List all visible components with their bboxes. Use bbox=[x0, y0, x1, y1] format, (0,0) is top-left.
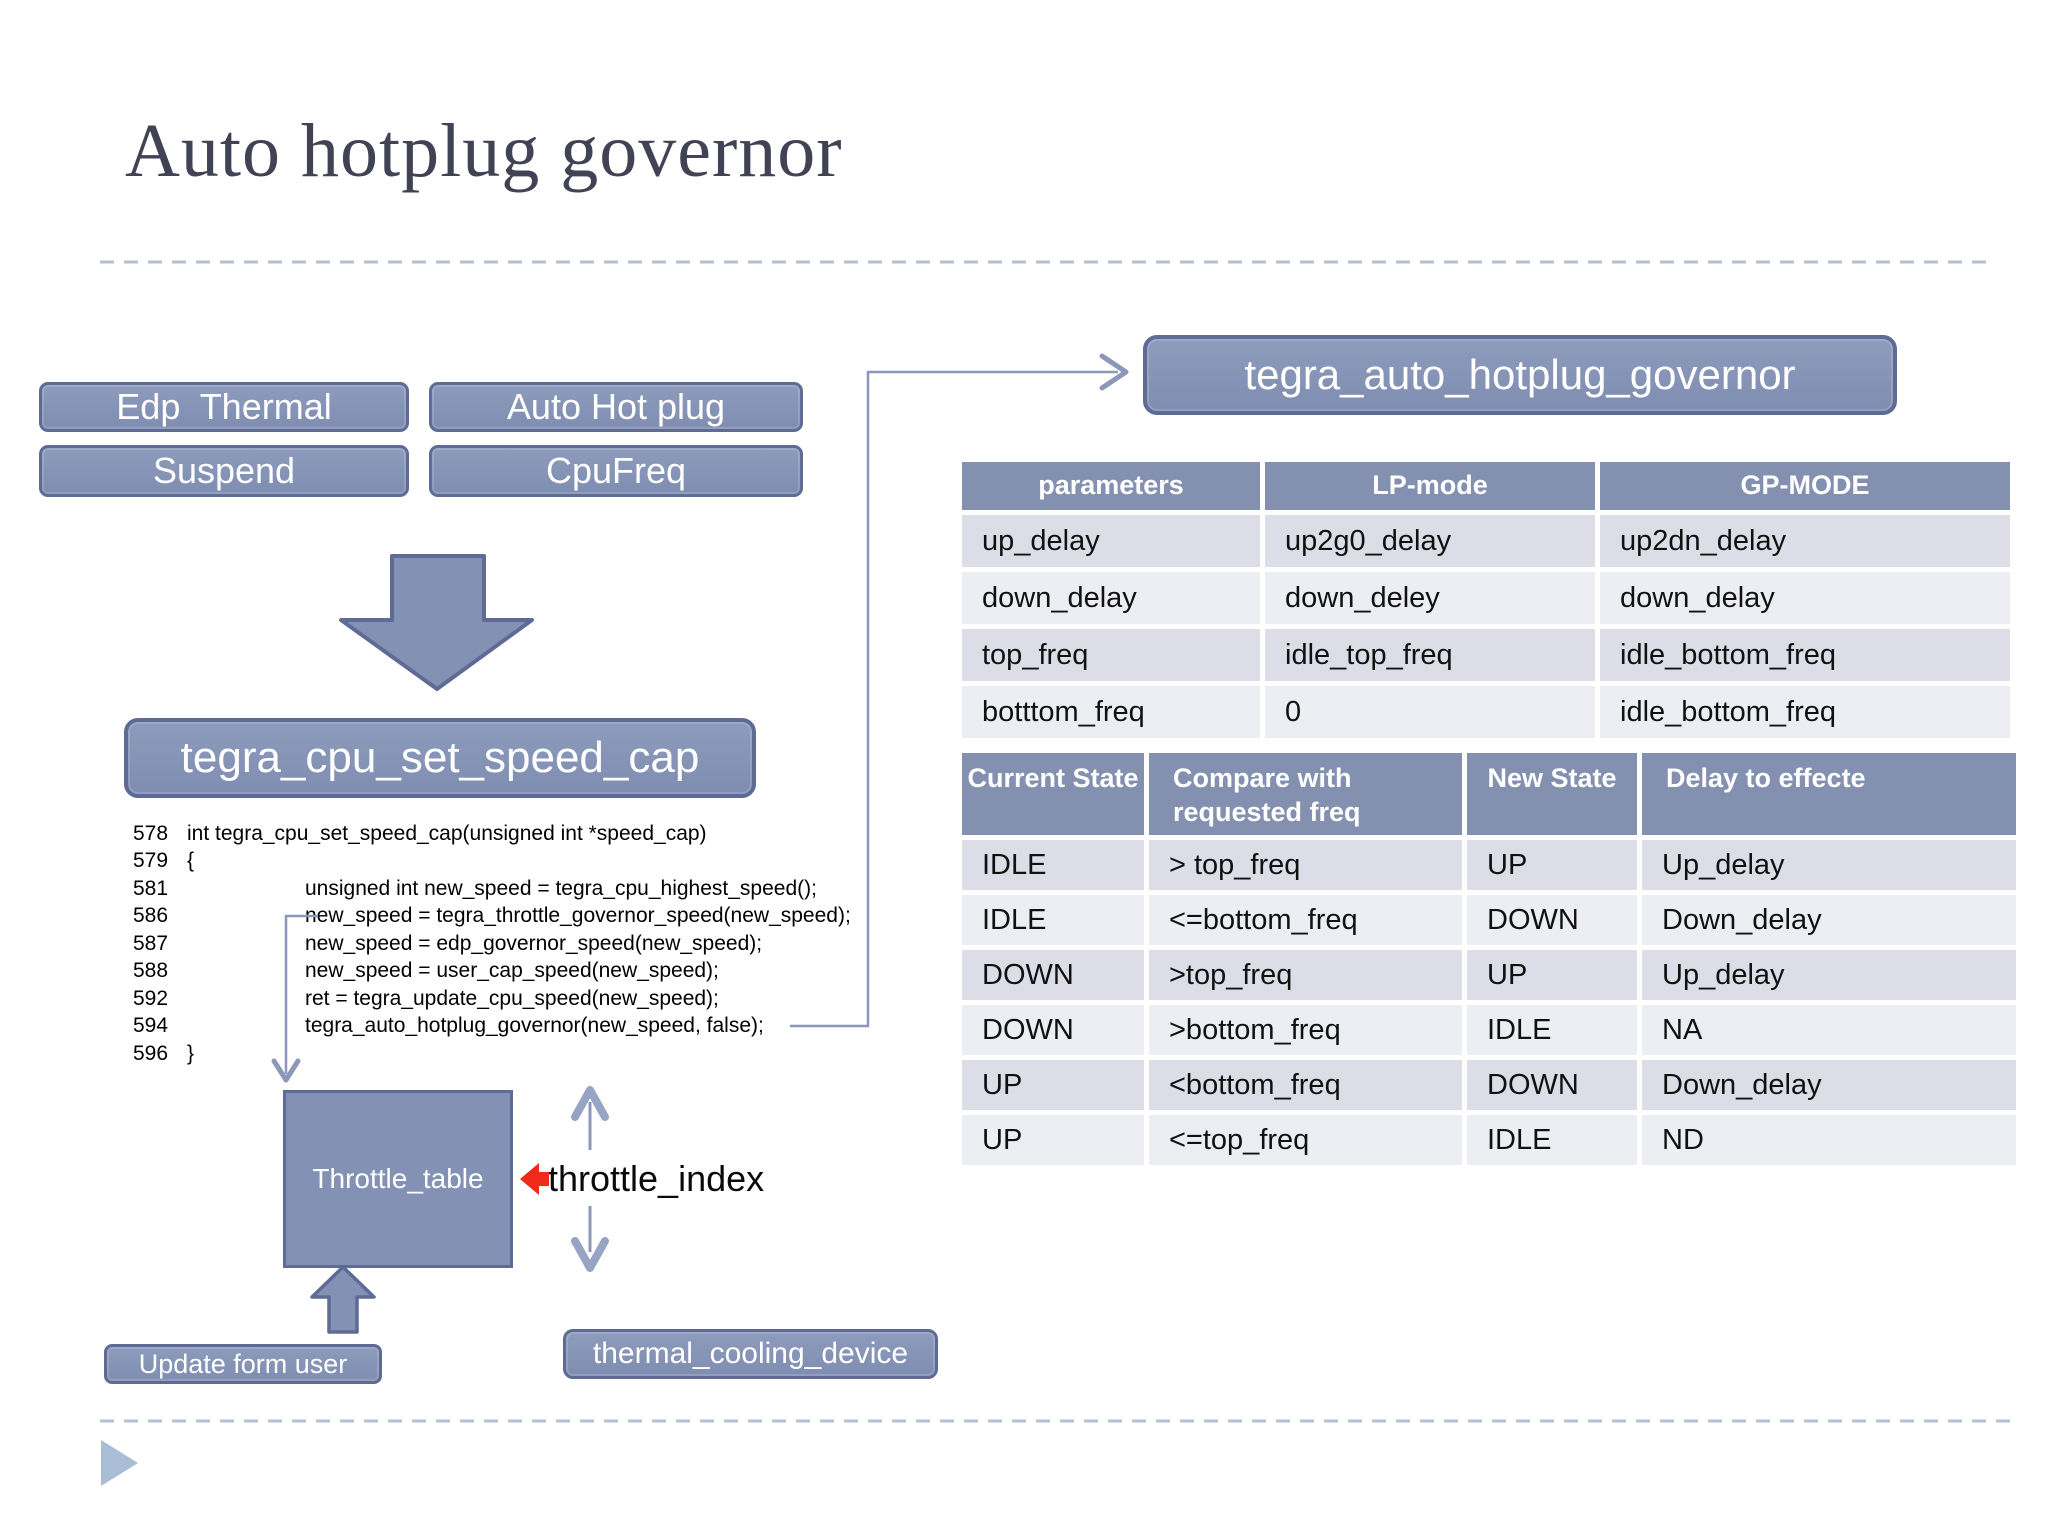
table-cell: IDLE bbox=[1467, 1005, 1637, 1055]
thermal-cooling-device-label: thermal_cooling_device bbox=[592, 1337, 909, 1370]
header-cell: Compare with requested freq bbox=[1149, 753, 1462, 835]
right-arrowhead-icon bbox=[1099, 353, 1129, 391]
table-cell: down_delay bbox=[1600, 572, 2010, 624]
table-cell: up_delay bbox=[962, 515, 1260, 567]
table-cell: down_deley bbox=[1265, 572, 1595, 624]
code-text: { bbox=[187, 849, 195, 873]
table-cell: botttom_freq bbox=[962, 686, 1260, 738]
tegra-auto-hotplug-governor-box: tegra_auto_hotplug_governor bbox=[1143, 335, 1897, 415]
page-title: Auto hotplug governor bbox=[125, 109, 843, 193]
thermal-cooling-device-box: thermal_cooling_device bbox=[563, 1329, 938, 1379]
suspend-box: Suspend bbox=[39, 445, 409, 497]
header-cell: Current State bbox=[962, 753, 1144, 835]
code-line: 586 new_speed = tegra_throttle_governor_s… bbox=[133, 903, 851, 931]
table-cell: NA bbox=[1642, 1005, 2016, 1055]
line-number: 596 bbox=[133, 1041, 169, 1065]
table-cell: 0 bbox=[1265, 686, 1595, 738]
table-cell: IDLE bbox=[1467, 1115, 1637, 1165]
table-cell: DOWN bbox=[962, 950, 1144, 1000]
red-left-arrow-icon bbox=[520, 1163, 549, 1195]
table-cell: Down_delay bbox=[1642, 895, 2016, 945]
code-line: 588 new_speed = user_cap_speed(new_speed)… bbox=[133, 958, 851, 986]
table-cell: idle_top_freq bbox=[1265, 629, 1595, 681]
line-number: 581 bbox=[133, 876, 169, 900]
throttle-index-label: throttle_index bbox=[548, 1158, 765, 1199]
code-text: new_speed = tegra_throttle_governor_spee… bbox=[305, 904, 851, 928]
edp-thermal-label: Edp Thermal bbox=[116, 386, 332, 427]
code-line: 578 int tegra_cpu_set_speed_cap(unsigned … bbox=[133, 820, 851, 848]
line-number: 588 bbox=[133, 959, 169, 983]
update-form-user-label: Update form user bbox=[138, 1348, 348, 1379]
code-text: tegra_auto_hotplug_governor(new_speed, f… bbox=[305, 1014, 764, 1038]
table-cell: Up_delay bbox=[1642, 950, 2016, 1000]
header-cell: GP-MODE bbox=[1600, 462, 2010, 510]
update-form-user-box: Update form user bbox=[104, 1344, 382, 1384]
code-line: 596} bbox=[133, 1040, 851, 1068]
cpufreq-label: CpuFreq bbox=[545, 450, 687, 491]
table-cell: DOWN bbox=[1467, 1060, 1637, 1110]
table-cell: IDLE bbox=[962, 840, 1144, 890]
throttle-table-box: Throttle_table bbox=[283, 1090, 513, 1268]
throttle-table-label: Throttle_table bbox=[312, 1163, 484, 1194]
code-text: ret = tegra_update_cpu_speed(new_speed); bbox=[305, 986, 719, 1010]
line-number: 586 bbox=[133, 904, 169, 928]
table-cell: UP bbox=[962, 1115, 1144, 1165]
code-text: unsigned int new_speed = tegra_cpu_highe… bbox=[305, 876, 817, 900]
up-block-arrow bbox=[310, 1265, 376, 1334]
table-cell: DOWN bbox=[1467, 895, 1637, 945]
table-cell: <bottom_freq bbox=[1149, 1060, 1462, 1110]
line-number: 587 bbox=[133, 931, 169, 955]
table-cell: idle_bottom_freq bbox=[1600, 629, 2010, 681]
cpufreq-box: CpuFreq bbox=[429, 445, 803, 497]
code-listing: 578 int tegra_cpu_set_speed_cap(unsigned … bbox=[133, 820, 851, 1068]
code-text: new_speed = user_cap_speed(new_speed); bbox=[305, 959, 719, 983]
tegra-auto-hotplug-governor-label: tegra_auto_hotplug_governor bbox=[1244, 351, 1796, 398]
header-cell: Delay to effecte bbox=[1642, 753, 2016, 835]
header-cell: LP-mode bbox=[1265, 462, 1595, 510]
table-cell: <=top_freq bbox=[1149, 1115, 1462, 1165]
table-cell: idle_bottom_freq bbox=[1600, 686, 2010, 738]
suspend-label: Suspend bbox=[152, 450, 296, 491]
table-cell: >bottom_freq bbox=[1149, 1005, 1462, 1055]
table-cell: IDLE bbox=[962, 895, 1144, 945]
code-line: 581 unsigned int new_speed = tegra_cpu_hi… bbox=[133, 875, 851, 903]
table-cell: >top_freq bbox=[1149, 950, 1462, 1000]
table-cell: UP bbox=[1467, 840, 1637, 890]
table-cell: top_freq bbox=[962, 629, 1260, 681]
line-number: 578 bbox=[133, 821, 169, 845]
table-cell: > top_freq bbox=[1149, 840, 1462, 890]
code-line: 587 new_speed = edp_governor_speed(new_sp… bbox=[133, 930, 851, 958]
header-cell: parameters bbox=[962, 462, 1260, 510]
play-triangle-icon bbox=[101, 1440, 138, 1486]
table-cell: Up_delay bbox=[1642, 840, 2016, 890]
table-cell: down_delay bbox=[962, 572, 1260, 624]
table-cell: up2dn_delay bbox=[1600, 515, 2010, 567]
line-number: 592 bbox=[133, 986, 169, 1010]
table-cell: DOWN bbox=[962, 1005, 1144, 1055]
table-cell: UP bbox=[962, 1060, 1144, 1110]
auto-hot-plug-box: Auto Hot plug bbox=[429, 382, 803, 432]
auto-hot-plug-label: Auto Hot plug bbox=[506, 386, 726, 427]
line-number: 579 bbox=[133, 849, 169, 873]
header-cell: New State bbox=[1467, 753, 1637, 835]
edp-thermal-box: Edp Thermal bbox=[39, 382, 409, 432]
code-text: new_speed = edp_governor_speed(new_speed… bbox=[305, 931, 763, 955]
code-line: 579 { bbox=[133, 848, 851, 876]
code-line: 592 ret = tegra_update_cpu_speed(new_spee… bbox=[133, 985, 851, 1013]
code-text: } bbox=[187, 1041, 195, 1065]
table-cell: up2g0_delay bbox=[1265, 515, 1595, 567]
table-cell: <=bottom_freq bbox=[1149, 895, 1462, 945]
table-cell: Down_delay bbox=[1642, 1060, 2016, 1110]
table-cell: ND bbox=[1642, 1115, 2016, 1165]
tegra-cpu-set-speed-cap-box: tegra_cpu_set_speed_cap bbox=[124, 718, 756, 798]
table-cell: UP bbox=[1467, 950, 1637, 1000]
big-down-arrow bbox=[339, 554, 534, 691]
line-number: 594 bbox=[133, 1014, 169, 1038]
code-line: 594 tegra_auto_hotplug_governor(new_speed… bbox=[133, 1013, 851, 1041]
tegra-cpu-set-speed-cap-label: tegra_cpu_set_speed_cap bbox=[180, 733, 700, 782]
code-text: int tegra_cpu_set_speed_cap(unsigned int… bbox=[187, 821, 707, 845]
